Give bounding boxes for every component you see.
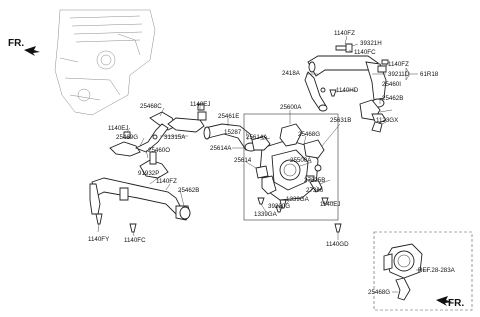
leader-lines — [97, 35, 418, 240]
front-direction-indicator-top: FR. — [8, 38, 40, 56]
label-27325B: 27325B — [304, 177, 325, 184]
label-25468G-a: 25468G — [298, 131, 320, 138]
label-25614: 25614 — [234, 157, 252, 164]
label-39321H: 39321H — [360, 40, 382, 47]
throttle-body-inset — [373, 231, 473, 311]
label-25600A: 25600A — [280, 104, 302, 111]
front-arrow-icon — [24, 46, 40, 56]
label-1140FC-a: 1140FC — [354, 49, 376, 56]
lower-pipe-25460O — [89, 151, 191, 221]
thermostat-housing-right — [359, 99, 387, 133]
label-1140FY: 1140FY — [88, 236, 109, 243]
label-25469G: 25469G — [116, 134, 138, 141]
label-25614A-b: 25614A — [210, 145, 232, 152]
label-25462B-a: 25462B — [382, 95, 403, 102]
label-25468C: 25468C — [140, 103, 162, 110]
label-39220G: 39220G — [268, 203, 290, 210]
label-91932P: 91932P — [138, 170, 159, 177]
engine-block-outline — [54, 9, 156, 116]
label-1140HD: 1140HD — [336, 87, 359, 94]
front-label: FR. — [8, 38, 24, 49]
label-1140FZ-c: 1140FZ — [156, 178, 177, 185]
upper-left-hose — [109, 111, 207, 157]
label-ref: REF.28-283A — [418, 267, 456, 274]
bolts — [95, 89, 342, 233]
upper-water-pipe — [304, 43, 389, 112]
label-25614A-a: 25614A — [246, 134, 268, 141]
part-labels: 1140FZ 39321H 1140FC 1140FZ 2418A 39211D… — [88, 30, 456, 296]
label-1140GD: 1140GD — [326, 241, 349, 248]
label-1140FZ-a: 1140FZ — [334, 30, 355, 37]
label-39211D: 39211D — [388, 71, 410, 78]
label-25631B: 25631B — [330, 117, 351, 124]
label-25460O: 25460O — [148, 147, 170, 154]
label-1140FC-b: 1140FC — [124, 237, 146, 244]
label-31315A: 31315A — [164, 134, 186, 141]
label-25500A: 25500A — [290, 157, 312, 164]
front-arrow-inset-icon — [436, 296, 452, 306]
label-1140EJ-c: 1140EJ — [320, 201, 341, 208]
label-2418A: 2418A — [282, 70, 301, 77]
label-1123GX: 1123GX — [376, 117, 398, 124]
thermostat-group-box — [243, 113, 339, 221]
front-label-inset: FR. — [448, 298, 464, 309]
label-1339GA-a: 1339GA — [286, 196, 310, 203]
label-27366: 27366 — [306, 187, 324, 194]
label-25460I: 25460I — [382, 81, 401, 88]
label-25462B-b: 25462B — [178, 187, 199, 194]
label-1140FZ-b: 1140FZ — [388, 61, 409, 68]
label-15287: 15287 — [224, 129, 242, 136]
label-61R18: 61R18 — [420, 71, 439, 78]
label-1140EJ-a: 1140EJ — [190, 101, 211, 108]
label-25468G-b: 25468G — [368, 289, 390, 296]
water-outlet-housing-25600A — [251, 123, 325, 201]
label-25461E: 25461E — [218, 113, 239, 120]
label-1339GA-b: 1339GA — [254, 211, 278, 218]
label-1140EJ-b: 1140EJ — [108, 125, 129, 132]
